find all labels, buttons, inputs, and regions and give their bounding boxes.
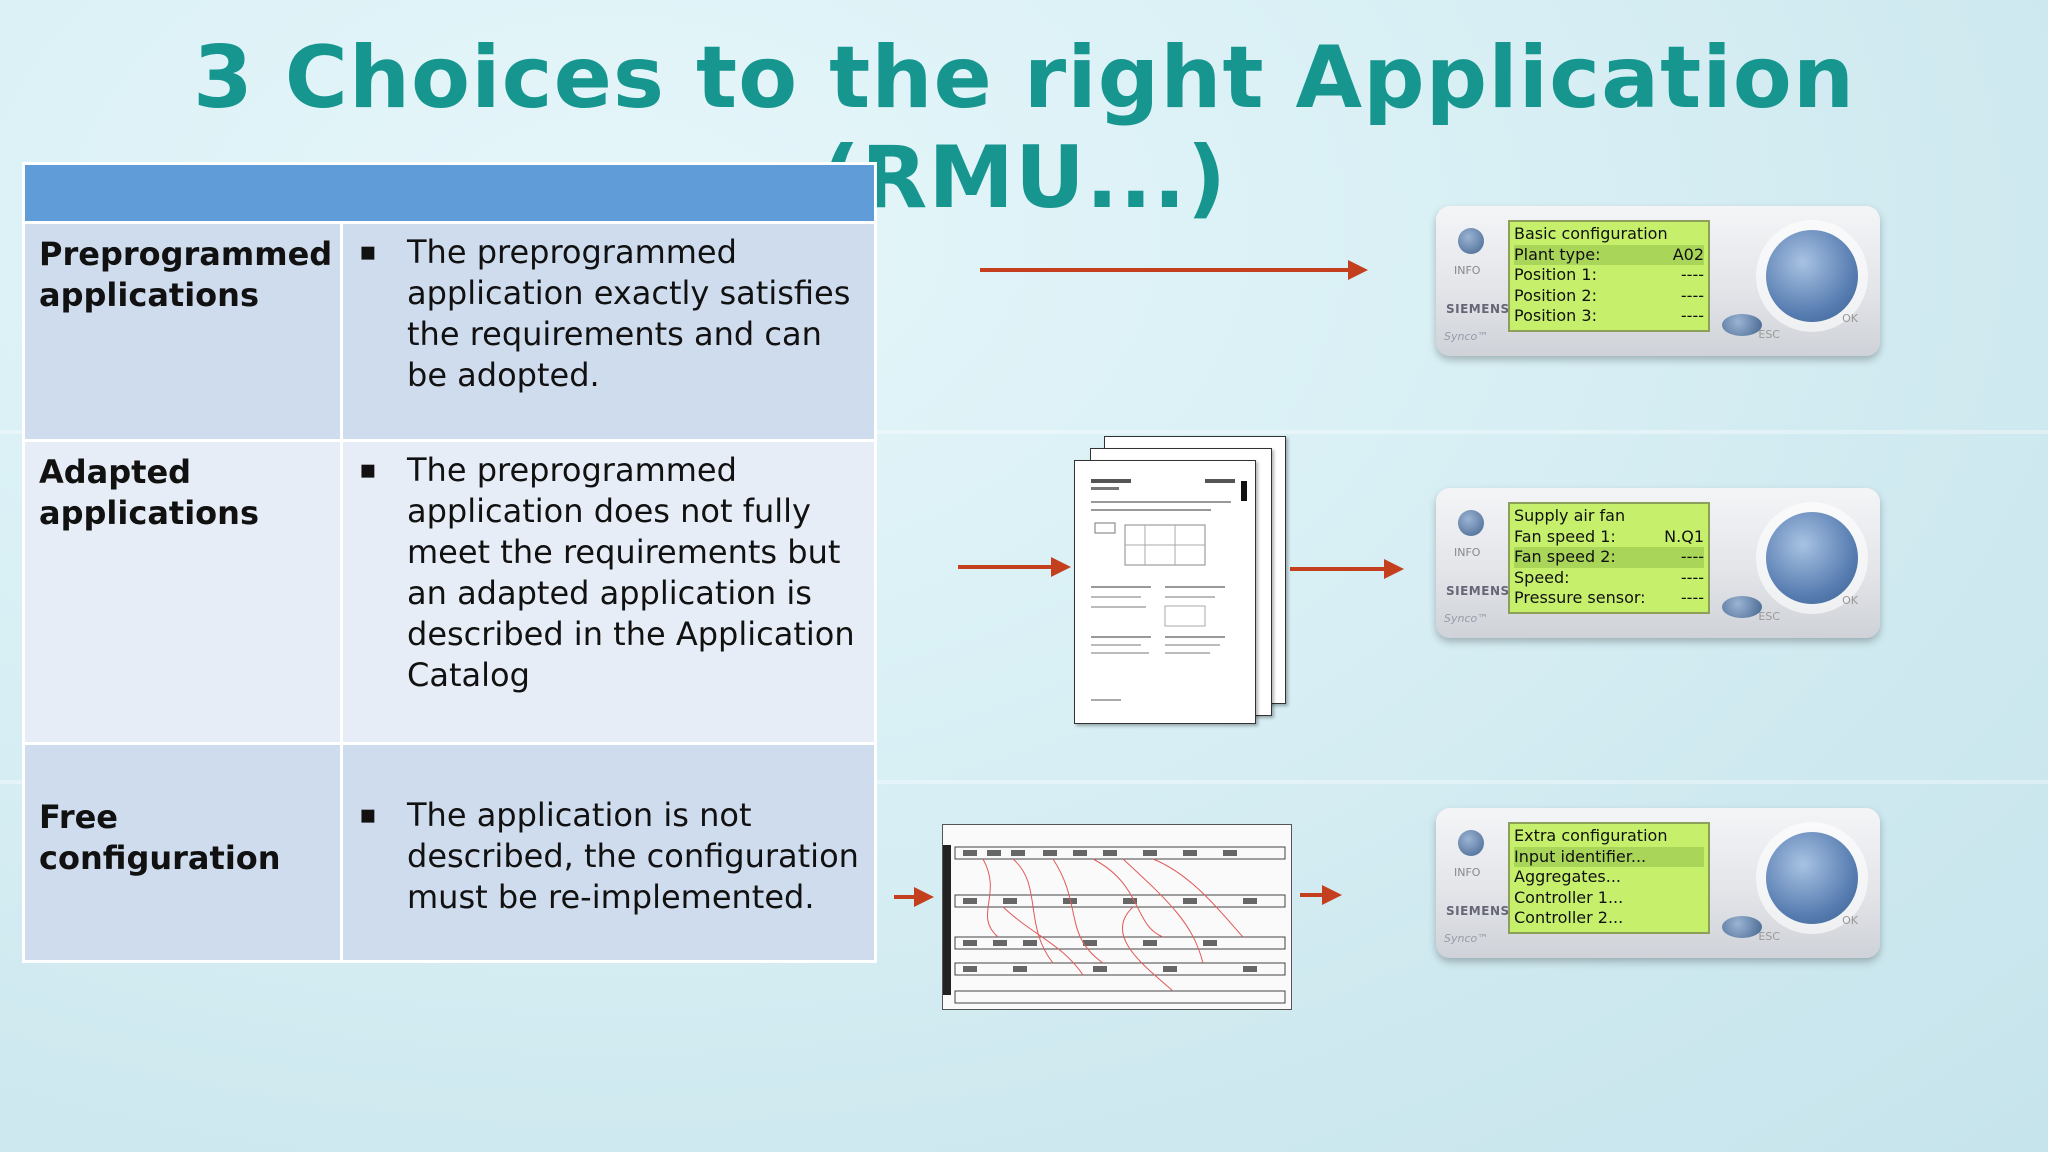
lcd-line-value: ---- (1680, 547, 1704, 566)
lcd-line: Aggregates... (1514, 867, 1704, 888)
ok-label: OK (1842, 312, 1858, 325)
arrow-right-icon (958, 557, 1071, 577)
lcd-line: Position 2: ---- (1514, 286, 1704, 307)
lcd-display: Supply air fan Fan speed 1: N.Q1 Fan spee… (1508, 502, 1710, 614)
lcd-line-value: ---- (1680, 567, 1704, 587)
row-description: The application is not described, the co… (340, 742, 877, 963)
background-wave (0, 780, 2048, 784)
lcd-line-label: Speed: (1514, 567, 1570, 587)
lcd-line: Plant type: A02 (1514, 244, 1704, 265)
table-row: Preprogrammed applications The preprogra… (22, 221, 877, 442)
configuration-schematic (942, 824, 1292, 1010)
slide-title: 3 Choices to the right Application (RMU.… (192, 28, 1856, 228)
lcd-display: Basic configuration Plant type: A02 Posit… (1508, 220, 1710, 332)
lcd-line: Supply air fan (1514, 506, 1704, 527)
row-category: Free configuration (22, 742, 343, 963)
esc-button[interactable] (1722, 916, 1762, 938)
description-bullet: The preprogrammed application exactly sa… (359, 232, 860, 396)
lcd-line-value: ---- (1680, 588, 1704, 607)
brand-logo: SIEMENS (1446, 584, 1510, 598)
choices-table: Preprogrammed applications The preprogra… (22, 162, 877, 963)
table-row: Free configuration The application is no… (22, 742, 877, 963)
lcd-line-label: Aggregates... (1514, 867, 1621, 886)
lcd-display: Extra configuration Input identifier... … (1508, 822, 1710, 934)
siemens-synco-controller: INFO SIEMENS Synco™ Supply air fan Fan s… (1436, 488, 1880, 638)
lcd-line-label: Supply air fan (1514, 506, 1626, 525)
lcd-line-value: A02 (1672, 244, 1704, 264)
lcd-line: Input identifier... (1514, 846, 1704, 867)
row-category: Preprogrammed applications (22, 221, 343, 442)
lcd-line-label: Position 2: (1514, 285, 1597, 305)
lcd-line-value: ---- (1680, 306, 1704, 325)
lcd-line-value: N.Q1 (1664, 526, 1704, 546)
esc-button[interactable] (1722, 314, 1762, 336)
brand-logo: SIEMENS (1446, 904, 1510, 918)
lcd-line: Position 3: ---- (1514, 306, 1704, 327)
lcd-line-label: Position 3: (1514, 306, 1597, 325)
esc-label: ESC (1758, 930, 1780, 943)
info-label: INFO (1454, 264, 1481, 277)
lcd-line-value: ---- (1680, 265, 1704, 284)
brand-logo: SIEMENS (1446, 302, 1510, 316)
info-button[interactable] (1458, 228, 1484, 254)
arrow-right-icon (1300, 885, 1342, 905)
lcd-line: Extra configuration (1514, 826, 1704, 847)
siemens-synco-controller: INFO SIEMENS Synco™ Basic configuration … (1436, 206, 1880, 356)
info-label: INFO (1454, 546, 1481, 559)
lcd-line-label: Controller 1... (1514, 887, 1624, 907)
row-description: The preprogrammed application exactly sa… (340, 221, 877, 442)
info-button[interactable] (1458, 830, 1484, 856)
lcd-line-label: Plant type: (1514, 244, 1601, 264)
lcd-line: Controller 2... (1514, 908, 1704, 929)
product-label: Synco™ (1444, 330, 1489, 343)
info-label: INFO (1454, 866, 1481, 879)
lcd-line: Speed: ---- (1514, 568, 1704, 589)
siemens-synco-controller: INFO SIEMENS Synco™ Extra configuration … (1436, 808, 1880, 958)
rotary-knob[interactable] (1766, 832, 1858, 924)
table-row: Adapted applications The preprogrammed a… (22, 439, 877, 745)
lcd-line-label: Pressure sensor: (1514, 588, 1646, 607)
lcd-line-label: Fan speed 2: (1514, 547, 1616, 566)
lcd-line: Fan speed 2: ---- (1514, 547, 1704, 568)
description-bullet: The application is not described, the co… (359, 795, 860, 918)
lcd-line-label: Extra configuration (1514, 826, 1668, 845)
rotary-knob[interactable] (1766, 230, 1858, 322)
lcd-line: Pressure sensor: ---- (1514, 588, 1704, 609)
arrow-right-icon (894, 887, 934, 907)
product-label: Synco™ (1444, 612, 1489, 625)
lcd-line: Position 1: ---- (1514, 265, 1704, 286)
lcd-line: Fan speed 1: N.Q1 (1514, 527, 1704, 548)
arrow-right-icon (980, 260, 1368, 280)
lcd-line: Controller 1... (1514, 888, 1704, 909)
document-page (1074, 460, 1256, 724)
lcd-line-label: Fan speed 1: (1514, 526, 1616, 546)
lcd-line-label: Basic configuration (1514, 224, 1668, 243)
lcd-line-label: Input identifier... (1514, 846, 1647, 866)
row-description: The preprogrammed application does not f… (340, 439, 877, 745)
table-header (22, 162, 877, 224)
info-button[interactable] (1458, 510, 1484, 536)
ok-label: OK (1842, 594, 1858, 607)
arrow-right-icon (1290, 559, 1404, 579)
rotary-knob[interactable] (1766, 512, 1858, 604)
lcd-line-value: ---- (1680, 285, 1704, 305)
ok-label: OK (1842, 914, 1858, 927)
esc-label: ESC (1758, 610, 1780, 623)
lcd-line: Basic configuration (1514, 224, 1704, 245)
esc-label: ESC (1758, 328, 1780, 341)
esc-button[interactable] (1722, 596, 1762, 618)
background-wave (0, 430, 2048, 434)
row-category: Adapted applications (22, 439, 343, 745)
lcd-line-label: Position 1: (1514, 265, 1597, 284)
product-label: Synco™ (1444, 932, 1489, 945)
lcd-line-label: Controller 2... (1514, 908, 1624, 927)
document-content-icon (1091, 479, 1247, 701)
description-bullet: The preprogrammed application does not f… (359, 450, 860, 696)
wiring-diagram-icon (943, 845, 1286, 1004)
